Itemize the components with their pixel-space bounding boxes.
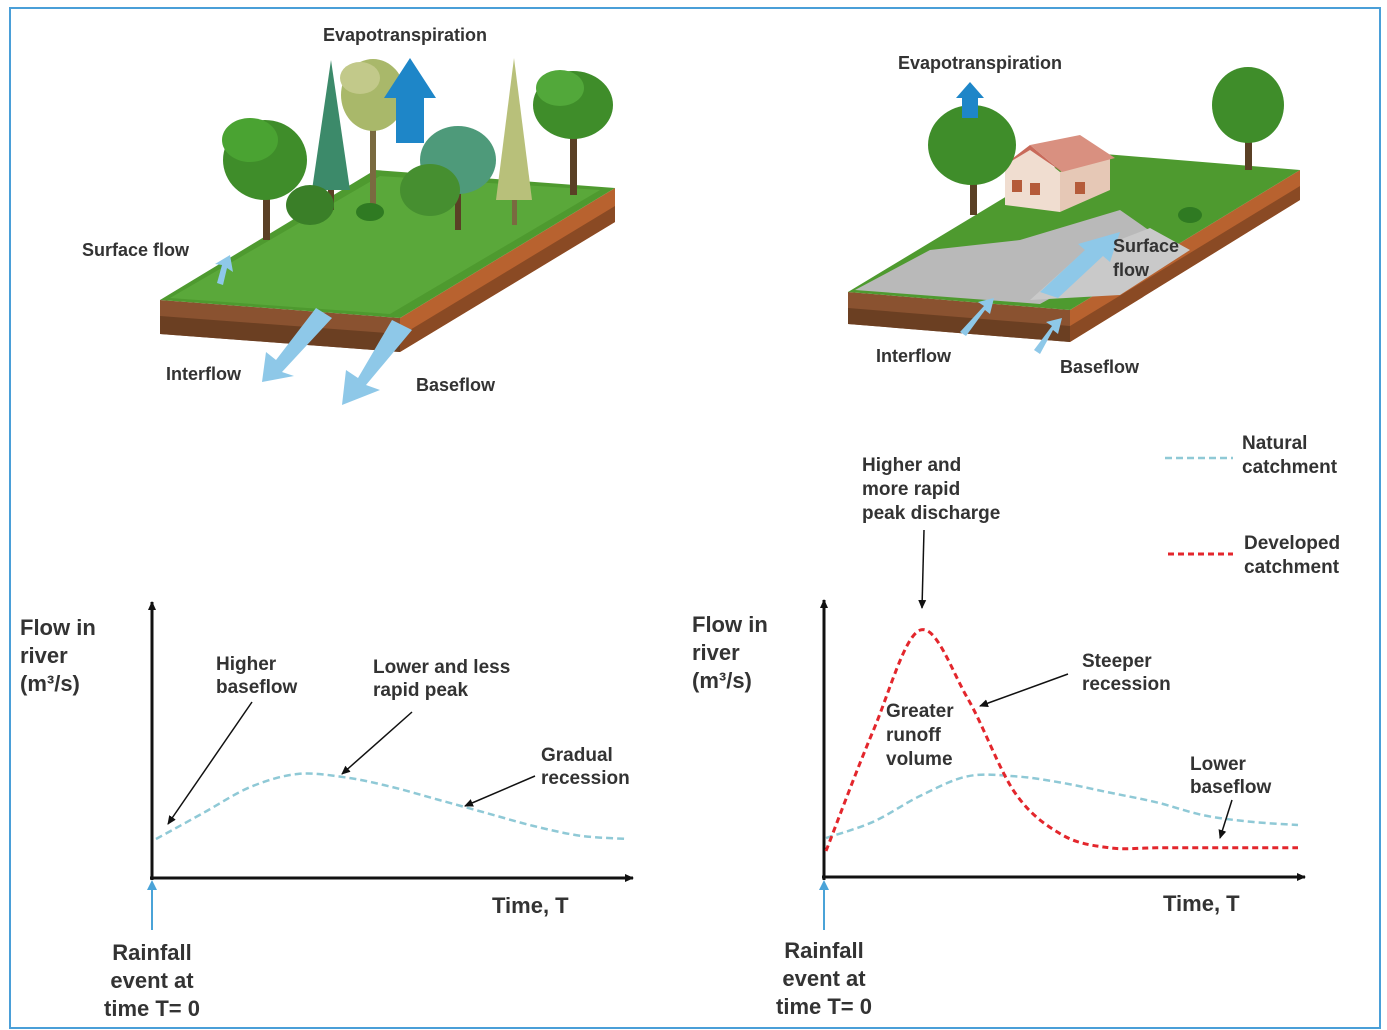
developed-interflow-label: Interflow [876, 346, 952, 366]
developed-y-axis-label-3: (m³/s) [692, 668, 752, 693]
natural-interflow-label: Interflow [166, 364, 242, 384]
evapotranspiration-arrow [384, 58, 436, 143]
developed-surface-flow-label-2: flow [1113, 260, 1150, 280]
gradual-recession-pointer [464, 775, 536, 807]
lower-baseflow-label-2: baseflow [1190, 777, 1272, 798]
legend-developed-label-2: catchment [1244, 557, 1340, 578]
greater-runoff-label-2: runoff [886, 725, 942, 746]
natural-catchment-series [825, 773, 1299, 840]
natural-y-axis-label-1: Flow in [20, 615, 96, 640]
higher-baseflow-label-2: baseflow [216, 677, 298, 698]
higher-peak-pointer [918, 529, 927, 609]
forest-trees [222, 58, 613, 240]
higher-baseflow-label-1: Higher [216, 654, 277, 675]
lower-baseflow-label-1: Lower [1190, 754, 1247, 775]
tree-right [1212, 67, 1284, 143]
greater-runoff-label-3: volume [886, 749, 953, 770]
gradual-recession-label-2: recession [541, 768, 630, 789]
developed-y-axis-label-2: river [692, 640, 740, 665]
evapotranspiration-arrow [956, 82, 984, 118]
interflow-arrow [262, 308, 332, 382]
natural-y-axis-label-3: (m³/s) [20, 671, 80, 696]
gradual-recession-label-1: Gradual [541, 745, 613, 766]
higher-peak-label-3: peak discharge [862, 503, 1000, 524]
developed-catchment-illustration [848, 67, 1300, 354]
natural-rainfall-label-2: event at [110, 968, 194, 993]
lower-peak-label-1: Lower and less [373, 657, 510, 678]
steeper-recession-label-1: Steeper [1082, 651, 1152, 672]
labels: Evapotranspiration Surface flow Interflo… [20, 25, 1340, 1021]
lower-peak-pointer [341, 711, 413, 775]
developed-rainfall-label-1: Rainfall [784, 938, 863, 963]
legend-natural-label-1: Natural [1242, 433, 1307, 454]
developed-baseflow-label: Baseflow [1060, 357, 1140, 377]
legend-natural-label-2: catchment [1242, 457, 1338, 478]
developed-hydrograph [819, 529, 1306, 930]
natural-catchment-illustration [160, 58, 615, 405]
greater-runoff-label-1: Greater [886, 701, 954, 722]
developed-y-axis-label-1: Flow in [692, 612, 768, 637]
developed-surface-flow-label-1: Surface [1113, 236, 1179, 256]
natural-hydrograph [147, 601, 634, 930]
higher-baseflow-pointer [167, 701, 253, 825]
baseflow-arrow [1034, 318, 1062, 354]
natural-baseflow-label: Baseflow [416, 375, 496, 395]
tree-left [928, 105, 1016, 185]
developed-rainfall-label-3: time T= 0 [776, 994, 872, 1019]
developed-evapotranspiration-label: Evapotranspiration [898, 53, 1062, 73]
steeper-recession-label-2: recession [1082, 674, 1171, 695]
legend [1165, 456, 1233, 556]
surface-flow-arrow [1040, 232, 1120, 298]
natural-rainfall-label-3: time T= 0 [104, 996, 200, 1021]
natural-y-axis-label-2: river [20, 643, 68, 668]
natural-rainfall-label-1: Rainfall [112, 940, 191, 965]
natural-x-axis-label: Time, T [492, 893, 569, 918]
paved-surface [855, 210, 1160, 304]
legend-developed-label-1: Developed [1244, 533, 1340, 554]
higher-peak-label-2: more rapid [862, 479, 960, 500]
lower-peak-label-2: rapid peak [373, 680, 468, 701]
steeper-recession-pointer [979, 673, 1069, 708]
natural-catchment-series [155, 772, 629, 841]
natural-surface-flow-label: Surface flow [82, 240, 190, 260]
developed-rainfall-label-2: event at [782, 966, 866, 991]
lower-baseflow-pointer [1218, 799, 1233, 839]
interflow-arrow [960, 298, 994, 336]
developed-catchment-series [824, 628, 1298, 852]
baseflow-arrow [342, 320, 412, 405]
developed-x-axis-label: Time, T [1163, 891, 1240, 916]
surface-flow-arrow [215, 255, 233, 285]
figure-border [9, 7, 1381, 1029]
house [1000, 135, 1115, 212]
higher-peak-label-1: Higher and [862, 455, 961, 476]
natural-evapotranspiration-label: Evapotranspiration [323, 25, 487, 45]
